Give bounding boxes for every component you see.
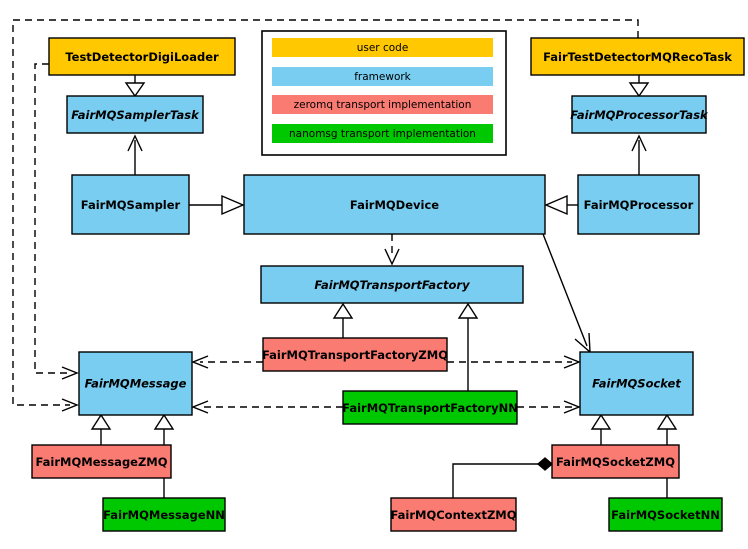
node-box[interactable] [530, 37, 745, 76]
legend-swatch-user-code [272, 38, 493, 57]
node-box[interactable] [31, 444, 172, 479]
legend-swatch-nanomsg [272, 124, 493, 143]
node-box[interactable] [390, 497, 517, 532]
node-fairmq-message[interactable]: FairMQMessage [78, 351, 193, 416]
edge-digiloader-to-samplertask [124, 75, 146, 98]
node-fairmq-sampler-task[interactable]: FairMQSamplerTask [66, 95, 204, 134]
edge-tfnn-to-message [191, 400, 343, 414]
node-fair-test-detector-mq-reco-task[interactable]: FairTestDetectorMQRecoTask [530, 37, 745, 76]
edge-processor-to-processortask [631, 134, 647, 175]
node-fairmq-processor[interactable]: FairMQProcessor [577, 174, 700, 235]
node-box[interactable] [48, 37, 236, 76]
legend-item-nanomsg: nanomsg transport implementation [272, 124, 493, 143]
node-fairmq-transport-factory-nn[interactable]: FairMQTransportFactoryNN [342, 390, 518, 425]
edge-sampler-to-samplertask [127, 134, 143, 175]
edge-tfnn-to-transportfactory [457, 302, 479, 391]
node-box[interactable] [262, 337, 448, 372]
edge-messagezmq-to-message [90, 413, 112, 445]
node-fairmq-context-zmq[interactable]: FairMQContextZMQ [390, 497, 517, 532]
legend-swatch-zeromq [272, 95, 493, 114]
node-box[interactable] [66, 95, 204, 134]
node-fairmq-socket-nn[interactable]: FairMQSocketNN [608, 497, 723, 532]
node-fairmq-sampler[interactable]: FairMQSampler [71, 174, 190, 235]
node-box[interactable] [571, 95, 707, 134]
edge-sampler-to-device [189, 194, 245, 216]
node-fairmq-transport-factory-zmq[interactable]: FairMQTransportFactoryZMQ [262, 337, 448, 372]
node-fairmq-message-nn[interactable]: FairMQMessageNN [102, 497, 226, 532]
node-box[interactable] [71, 174, 190, 235]
node-box[interactable] [608, 497, 723, 532]
node-fairmq-socket[interactable]: FairMQSocket [579, 351, 694, 416]
edge-tfzmq-to-message [191, 355, 263, 369]
node-box[interactable] [577, 174, 700, 235]
edge-socketzmq-to-socket [590, 413, 612, 445]
node-box[interactable] [78, 351, 193, 416]
node-box[interactable] [260, 265, 524, 304]
edge-contextzmq-to-socketzmq [452, 457, 554, 498]
node-fairmq-device[interactable]: FairMQDevice [243, 174, 546, 235]
node-fairmq-message-zmq[interactable]: FairMQMessageZMQ [31, 444, 172, 479]
node-box[interactable] [579, 351, 694, 416]
node-fairmq-socket-zmq[interactable]: FairMQSocketZMQ [551, 444, 680, 479]
legend-item-framework: framework [272, 67, 493, 86]
edge-tfnn-to-socket [517, 400, 581, 414]
node-box[interactable] [102, 497, 226, 532]
edge-recotask-to-processortask [628, 75, 650, 98]
edge-device-to-socket [542, 233, 591, 354]
legend: user code framework zeromq transport imp… [261, 30, 507, 156]
node-box[interactable] [243, 174, 546, 235]
edge-tfzmq-to-socket [447, 355, 581, 369]
edge-recotask-to-message [12, 19, 639, 412]
node-test-detector-digi-loader[interactable]: TestDetectorDigiLoader [48, 37, 236, 76]
node-box[interactable] [342, 390, 518, 425]
legend-item-zeromq: zeromq transport implementation [272, 95, 493, 114]
edge-layer [12, 19, 678, 498]
legend-swatch-framework [272, 67, 493, 86]
node-fairmq-processor-task[interactable]: FairMQProcessorTask [570, 95, 709, 134]
legend-item-user-code: user code [272, 38, 493, 57]
node-box[interactable] [551, 444, 680, 479]
edge-tfzmq-to-transportfactory [332, 302, 354, 338]
node-fairmq-transport-factory[interactable]: FairMQTransportFactory [260, 265, 524, 304]
edge-device-to-transportfactory [384, 234, 400, 266]
edge-digiloader-to-message [34, 63, 79, 380]
edge-processor-to-device [544, 194, 578, 216]
